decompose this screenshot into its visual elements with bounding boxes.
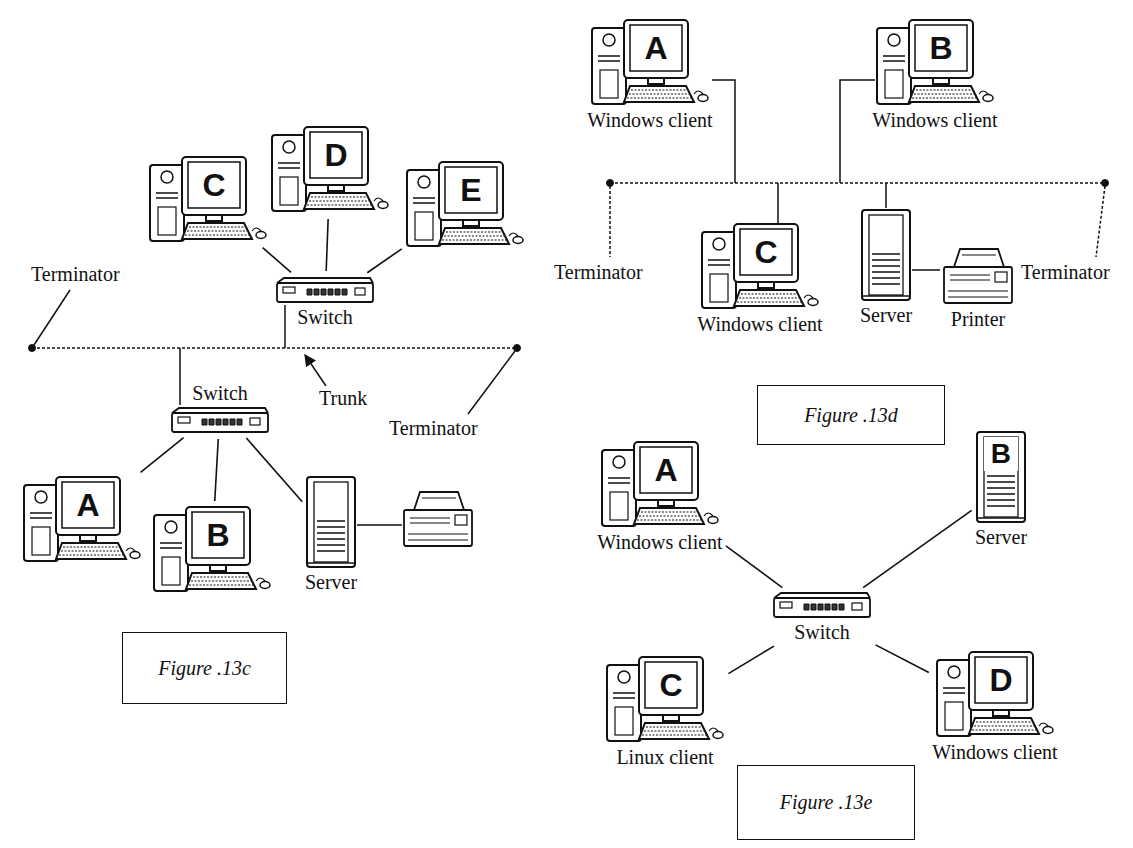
pc-icon: D (935, 650, 1055, 740)
switch-drawing (170, 405, 270, 435)
figure-label-box: Figure .13d (757, 385, 945, 445)
network-cable (726, 546, 782, 588)
terminator-leader (609, 186, 611, 257)
pc-icon: C (700, 222, 820, 312)
printer-drawing (940, 245, 1016, 307)
printer-node: Printer (940, 245, 1016, 331)
device-caption: Switch (297, 305, 353, 329)
computer-node: B (152, 505, 272, 595)
figure-label-box: Figure .13c (122, 632, 287, 704)
switch-icon (275, 275, 375, 305)
printer-icon (940, 245, 1016, 307)
computer-node: D (270, 125, 390, 215)
pc-icon: B (875, 18, 995, 108)
computer-letter: B (192, 512, 244, 558)
device-caption: Server (305, 570, 357, 594)
computer-letter: A (640, 447, 692, 493)
device-caption: Switch (192, 381, 248, 405)
computer-node: D Windows client (932, 650, 1057, 764)
figure-label-box: Figure .13e (737, 765, 915, 840)
switch-node: Switch (772, 590, 872, 644)
computer-node: A Windows client (587, 18, 712, 132)
figure-label: Figure .13c (158, 657, 251, 680)
server-drawing (305, 475, 357, 570)
computer-letter: A (630, 25, 682, 71)
computer-letter: A (62, 482, 114, 528)
terminator-label: Terminator (30, 262, 121, 286)
switch-icon (170, 405, 270, 435)
device-caption: Linux client (616, 745, 713, 769)
computer-node: B Windows client (872, 18, 997, 132)
computer-letter: B (984, 437, 1018, 471)
network-cable (367, 249, 401, 273)
device-caption: Printer (951, 307, 1005, 331)
computer-letter: C (740, 229, 792, 275)
pc-icon: C (605, 655, 725, 745)
terminator-leader (34, 290, 70, 345)
computer-letter: C (645, 662, 697, 708)
printer-cable (357, 524, 402, 526)
server-icon (860, 208, 912, 303)
terminator-leader (1096, 186, 1105, 257)
pc-icon: A (22, 475, 142, 565)
network-cable (863, 510, 971, 587)
device-caption: Windows client (597, 530, 722, 554)
computer-node: C (148, 155, 268, 245)
computer-letter: B (915, 25, 967, 71)
switch-icon (772, 590, 872, 620)
trunk-label: Trunk (318, 386, 368, 410)
printer-cable (912, 269, 940, 271)
device-caption: Server (975, 525, 1027, 549)
network-cable (215, 439, 218, 501)
terminator-label: Terminator (553, 260, 644, 284)
pc-icon: B (152, 505, 272, 595)
computer-letter: E (445, 167, 497, 213)
terminator-label: Terminator (1020, 260, 1111, 284)
computer-node: A (22, 475, 142, 565)
pc-icon: A (600, 440, 720, 530)
network-cable (141, 438, 184, 473)
printer-icon (404, 492, 472, 546)
device-caption: Windows client (697, 312, 822, 336)
terminator-leader (468, 351, 515, 414)
computer-letter: C (188, 162, 240, 208)
network-cable (263, 248, 291, 273)
switch-node: Switch (170, 381, 270, 435)
pc-icon: D (270, 125, 390, 215)
server-node: Server (860, 208, 912, 327)
figure-label: Figure .13d (804, 404, 898, 427)
trunk-pointer (305, 355, 326, 386)
computer-letter: D (975, 657, 1027, 703)
device-caption: Windows client (872, 108, 997, 132)
switch-drawing (772, 590, 872, 620)
network-cable (728, 646, 774, 674)
pc-icon: C (148, 155, 268, 245)
terminator-label: Terminator (388, 416, 479, 440)
network-cable (876, 645, 929, 673)
device-caption: Switch (794, 620, 850, 644)
computer-node: C Linux client (605, 655, 725, 769)
switch-drawing (275, 275, 375, 305)
trunk-bus (29, 305, 521, 405)
server-node: Server (305, 475, 357, 594)
pc-icon: A (590, 18, 710, 108)
server-icon (305, 475, 357, 570)
device-caption: Server (860, 303, 912, 327)
network-cable (246, 438, 302, 502)
computer-node: C Windows client (697, 222, 822, 336)
network-cable (326, 219, 328, 271)
figure-label: Figure .13e (780, 791, 873, 814)
server-icon: B (975, 430, 1027, 525)
computer-letter: D (310, 132, 362, 178)
computer-node: E (405, 160, 525, 250)
server-node: B Server (975, 430, 1027, 549)
computer-node: A Windows client (597, 440, 722, 554)
server-drawing (860, 208, 912, 303)
switch-node: Switch (275, 275, 375, 329)
device-caption: Windows client (587, 108, 712, 132)
device-caption: Windows client (932, 740, 1057, 764)
pc-icon: E (405, 160, 525, 250)
